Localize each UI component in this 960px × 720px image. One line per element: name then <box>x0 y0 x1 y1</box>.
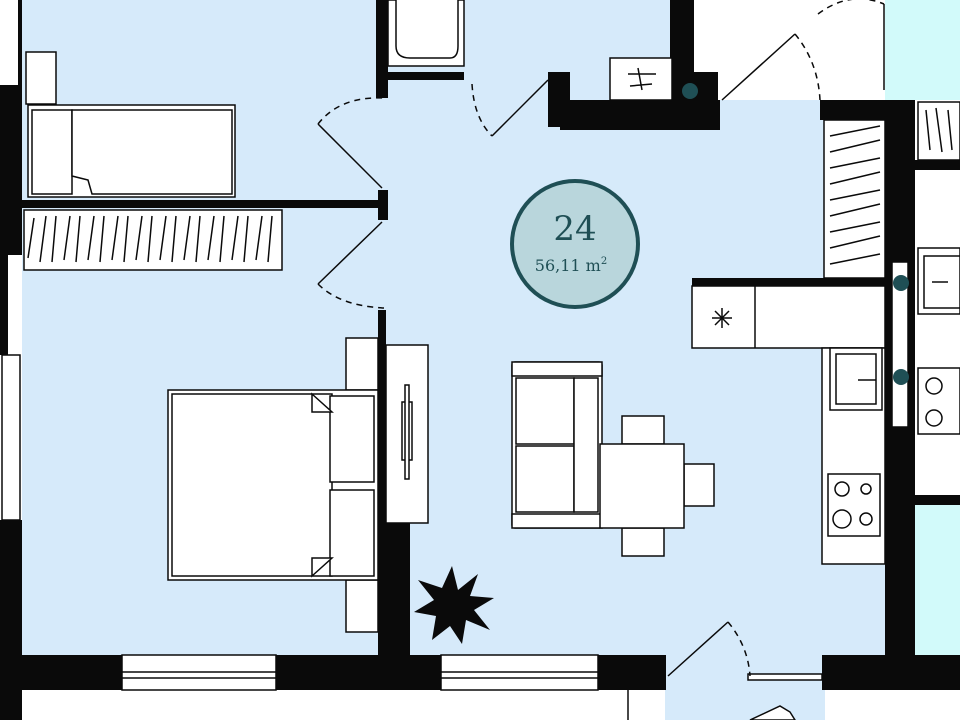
floor-bottom-hall <box>665 655 825 720</box>
wall-balcony-divider <box>915 160 960 170</box>
floor-hall <box>695 0 885 100</box>
wardrobe-living <box>823 119 886 279</box>
wardrobe-balcony <box>917 101 960 161</box>
cooktop <box>827 473 881 537</box>
wall-bath-left <box>376 0 388 98</box>
bathtub <box>387 0 465 67</box>
wall-left-bottom <box>0 520 22 720</box>
wall-bottom-mid <box>276 655 441 690</box>
window-icon <box>440 654 599 691</box>
hood-icon <box>712 308 732 328</box>
door-swing-icon <box>471 79 549 137</box>
kitchen-sink <box>829 347 883 411</box>
windows <box>1 261 909 691</box>
plant-icon <box>414 566 494 644</box>
wardrobe-bedroom-1 <box>23 209 283 271</box>
window-icon <box>747 673 823 681</box>
wall-bath-bottom <box>384 72 464 80</box>
riser-dot <box>682 83 698 99</box>
wall-bedroom-divider <box>22 200 382 208</box>
wall-center-lower <box>378 310 386 655</box>
apartment-number: 24 <box>553 209 596 249</box>
door-swing-icon <box>317 221 385 309</box>
sofa <box>511 361 603 529</box>
wall-left-stub <box>18 0 22 85</box>
door-swing-icon <box>317 97 385 189</box>
floor-living <box>382 100 887 655</box>
door-swings <box>317 0 885 677</box>
window-icon <box>121 654 277 691</box>
wall-left-top <box>0 85 22 255</box>
apartment-area: 56,11 m2 <box>535 256 607 275</box>
kitchen-counter <box>691 285 886 565</box>
riser-dot <box>893 369 909 385</box>
wall-center-column <box>386 520 410 655</box>
single-bed <box>25 51 236 198</box>
double-bed <box>167 337 379 633</box>
apartment-badge: 24 56,11 m2 <box>510 179 640 309</box>
window-icon <box>891 261 909 428</box>
riser-dot <box>893 275 909 291</box>
neighbor-kitchen <box>917 247 960 435</box>
area-unit-superscript: 2 <box>601 256 607 267</box>
area-value: 56,11 m <box>535 256 601 275</box>
partial-chair <box>627 690 796 720</box>
wall-balcony-bottom <box>915 495 960 505</box>
door-swing-icon <box>667 621 751 677</box>
dining-table <box>599 415 715 557</box>
wall-bottom-far <box>822 655 960 690</box>
wall-kitchen-divider <box>692 278 885 286</box>
wall-center-upper <box>378 190 388 220</box>
tv-console <box>385 344 429 524</box>
door-swing-icon <box>721 33 821 101</box>
utility-risers <box>682 83 909 385</box>
wall-bottom-left <box>22 655 122 690</box>
window-icon <box>1 354 21 521</box>
washer-box <box>609 57 673 101</box>
wall-bottom-right <box>598 655 666 690</box>
wall-left-strip <box>0 255 8 355</box>
door-swing-icon <box>817 0 885 90</box>
